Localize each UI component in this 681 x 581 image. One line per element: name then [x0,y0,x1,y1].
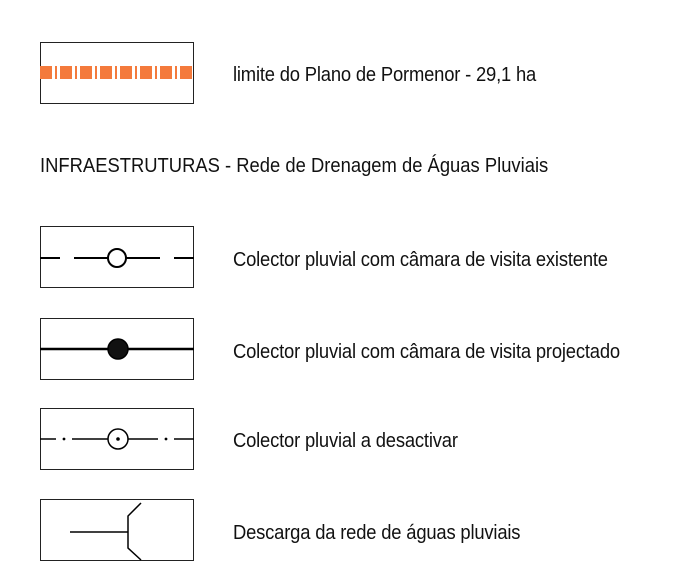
deactivate-collector-symbol [40,408,194,470]
boundary-dash [40,66,52,79]
boundary-tick [55,66,57,79]
boundary-dash [80,66,92,79]
existing-collector-symbol [40,226,194,288]
boundary-label: limite do Plano de Pormenor - 29,1 ha [233,64,537,86]
existing-manhole-icon [40,226,194,288]
boundary-dash [60,66,72,79]
section-heading: INFRAESTRUTURAS - Rede de Drenagem de Ág… [40,155,549,177]
boundary-tick [75,66,77,79]
outfall-bracket-icon [40,499,194,561]
boundary-dash [140,66,152,79]
boundary-tick [115,66,117,79]
projected-collector-symbol [40,318,194,380]
boundary-dash [180,66,192,79]
outfall-symbol [40,499,194,561]
boundary-symbol [40,42,194,104]
deactivate-manhole-icon [40,408,194,470]
boundary-dashes [40,66,192,79]
boundary-tick [155,66,157,79]
outfall-label: Descarga da rede de águas pluviais [233,522,521,544]
boundary-tick [175,66,177,79]
plan-boundary-icon [40,42,194,104]
existing-collector-label: Colector pluvial com câmara de visita ex… [233,249,608,271]
projected-collector-label: Colector pluvial com câmara de visita pr… [233,341,620,363]
boundary-dash [120,66,132,79]
deactivate-collector-label: Colector pluvial a desactivar [233,430,458,452]
boundary-dash [160,66,172,79]
boundary-tick [95,66,97,79]
projected-manhole-icon [40,318,194,380]
boundary-dash [100,66,112,79]
boundary-tick [135,66,137,79]
